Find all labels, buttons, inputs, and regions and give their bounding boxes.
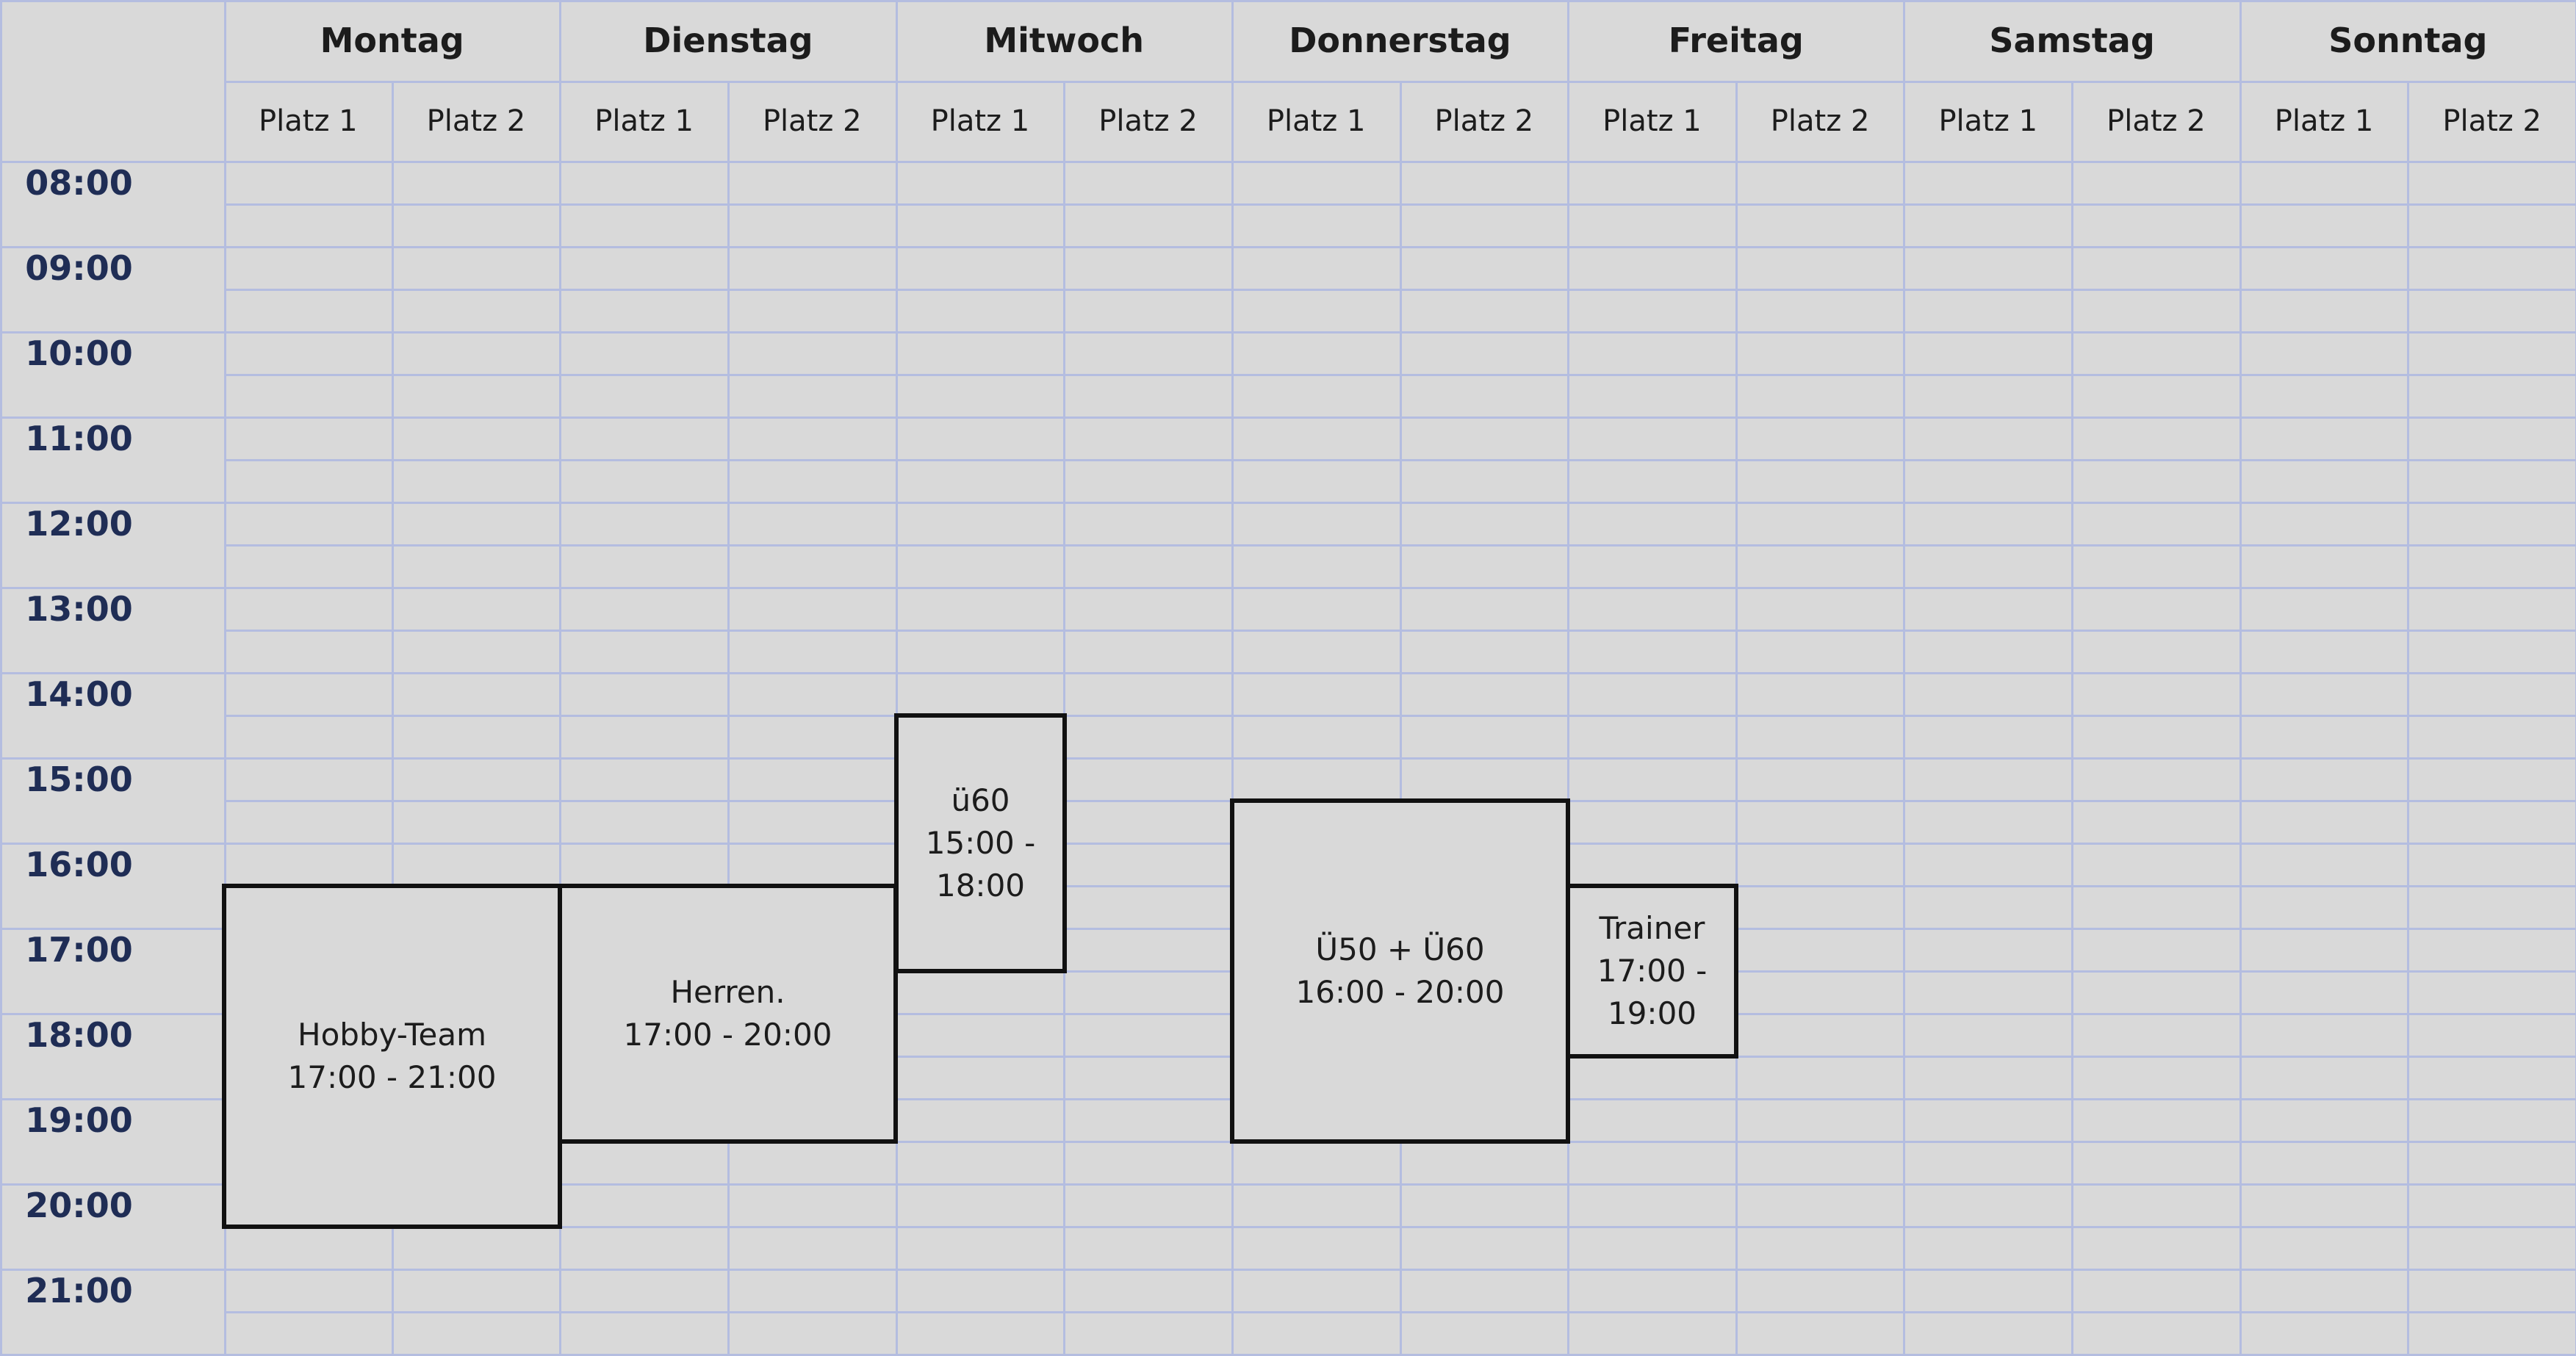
grid-line-hour xyxy=(0,672,2576,674)
court-header-1-1: Platz 1 xyxy=(259,104,358,138)
grid-line-day xyxy=(896,0,898,1355)
grid-line-day xyxy=(2239,0,2242,1355)
day-header-3: Mitwoch xyxy=(984,21,1145,60)
grid-line-court xyxy=(392,81,394,1355)
court-header-3-1: Platz 1 xyxy=(930,104,1030,138)
time-label-2100: 21:00 xyxy=(25,1271,133,1310)
court-header-6-1: Platz 1 xyxy=(1938,104,2038,138)
court-header-1-2: Platz 2 xyxy=(426,104,526,138)
time-label-0900: 09:00 xyxy=(25,248,133,288)
day-header-4: Donnerstag xyxy=(1289,21,1511,60)
grid-line-hour xyxy=(0,1183,2576,1186)
grid-line-top xyxy=(0,0,2576,2)
event-block-5[interactable]: Trainer 17:00 - 19:00 xyxy=(1566,884,1738,1059)
court-header-2-2: Platz 2 xyxy=(762,104,862,138)
time-label-1200: 12:00 xyxy=(25,504,133,544)
grid-line-hour xyxy=(0,246,2576,248)
court-header-6-2: Platz 2 xyxy=(2107,104,2206,138)
time-label-1100: 11:00 xyxy=(25,419,133,458)
event-block-2[interactable]: Herren. 17:00 - 20:00 xyxy=(558,884,898,1144)
day-header-5: Freitag xyxy=(1668,21,1804,60)
grid-line-day xyxy=(559,0,561,1355)
event-label: Hobby-Team 17:00 - 21:00 xyxy=(287,1017,497,1095)
court-header-7-1: Platz 1 xyxy=(2274,104,2374,138)
court-header-5-2: Platz 2 xyxy=(1770,104,1870,138)
grid-line-hour xyxy=(0,587,2576,589)
time-label-1300: 13:00 xyxy=(25,589,133,629)
grid-line-court xyxy=(1735,81,1738,1355)
grid-line-hour xyxy=(0,757,2576,760)
grid-line-court xyxy=(2407,81,2409,1355)
time-label-1700: 17:00 xyxy=(25,930,133,970)
grid-line-hour xyxy=(0,331,2576,333)
time-label-1600: 16:00 xyxy=(25,845,133,884)
grid-line-hour xyxy=(0,502,2576,504)
court-header-5-1: Platz 1 xyxy=(1602,104,1702,138)
time-label-0800: 08:00 xyxy=(25,163,133,203)
day-header-7: Sonntag xyxy=(2328,21,2488,60)
grid-line-day xyxy=(1903,0,1905,1355)
event-label: Trainer 17:00 - 19:00 xyxy=(1597,910,1708,1031)
court-header-7-2: Platz 2 xyxy=(2442,104,2541,138)
event-label: Herren. 17:00 - 20:00 xyxy=(623,974,832,1053)
grid-line-hour xyxy=(0,1269,2576,1271)
time-label-1400: 14:00 xyxy=(25,674,133,714)
grid-line-time-column xyxy=(224,0,226,1355)
time-label-1500: 15:00 xyxy=(25,760,133,799)
grid-line-day xyxy=(1231,0,1234,1355)
grid-line-court xyxy=(1400,81,1402,1355)
grid-line-hour xyxy=(0,416,2576,419)
time-label-2000: 20:00 xyxy=(25,1186,133,1225)
event-block-4[interactable]: Ü50 + Ü60 16:00 - 20:00 xyxy=(1230,798,1570,1144)
grid-line-hour xyxy=(0,161,2576,163)
time-label-1800: 18:00 xyxy=(25,1015,133,1055)
grid-line-day xyxy=(1567,0,1569,1355)
event-label: Ü50 + Ü60 16:00 - 20:00 xyxy=(1295,931,1505,1010)
time-label-1900: 19:00 xyxy=(25,1100,133,1140)
day-header-1: Montag xyxy=(320,21,464,60)
event-label: ü60 15:00 - 18:00 xyxy=(925,782,1036,904)
court-header-4-2: Platz 2 xyxy=(1434,104,1534,138)
grid-line-court xyxy=(727,81,730,1355)
grid-line-court xyxy=(2071,81,2073,1355)
day-header-2: Dienstag xyxy=(643,21,813,60)
court-header-4-1: Platz 1 xyxy=(1266,104,1366,138)
court-header-2-1: Platz 1 xyxy=(594,104,694,138)
event-block-3[interactable]: ü60 15:00 - 18:00 xyxy=(894,713,1067,973)
day-header-6: Samstag xyxy=(1989,21,2155,60)
time-label-1000: 10:00 xyxy=(25,333,133,373)
event-block-1[interactable]: Hobby-Team 17:00 - 21:00 xyxy=(222,884,562,1229)
grid-line-left xyxy=(0,0,2,1355)
court-header-3-2: Platz 2 xyxy=(1098,104,1198,138)
